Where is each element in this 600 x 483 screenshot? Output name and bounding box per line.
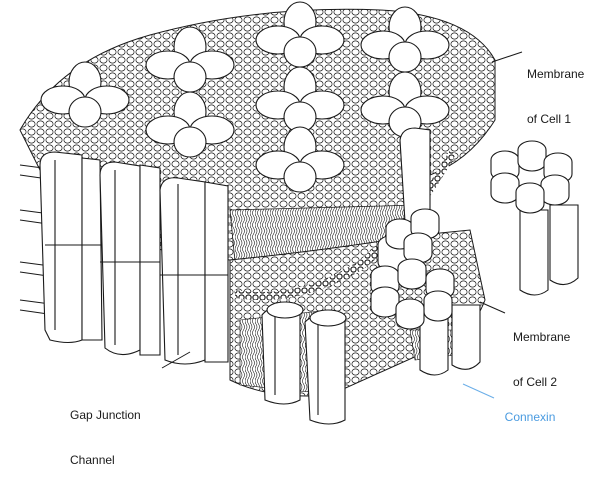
label-membrane-cell-2-line2: of Cell 2 [513,375,558,389]
leader-line-membrane-cell-1 [491,51,523,63]
label-membrane-cell-2-line1: Membrane [513,330,571,344]
label-membrane-cell-2: Membrane of Cell 2 [513,300,570,405]
label-connexin-text: Connexin [504,410,556,424]
connexon-column-center [377,127,431,273]
gap-junction-channels-section [19,151,229,365]
connexon-hexamer-middle [385,208,440,264]
label-membrane-cell-1: Membrane of Cell 1 [527,37,584,142]
leader-line-gap-junction-channel [161,351,191,369]
label-membrane-cell-1-line2: of Cell 1 [527,112,572,126]
connexon-hexamer-lower [370,258,481,376]
label-gap-junction-channel-line2: Channel [70,453,115,467]
gap-junction-illustration [19,1,579,425]
gap-junction-channel-lower [261,301,347,425]
leader-line-connexin [462,383,495,399]
connexon-top-surface [40,1,450,193]
label-connexin: Connexin [498,395,556,425]
label-gap-junction-channel-line1: Gap Junction [70,408,141,422]
label-gap-junction-channel: Gap Junction Channel [70,378,141,483]
label-membrane-cell-1-line1: Membrane [527,67,585,81]
leader-line-membrane-cell-2 [479,301,506,314]
connexon-hexamer-right-top [490,140,579,296]
